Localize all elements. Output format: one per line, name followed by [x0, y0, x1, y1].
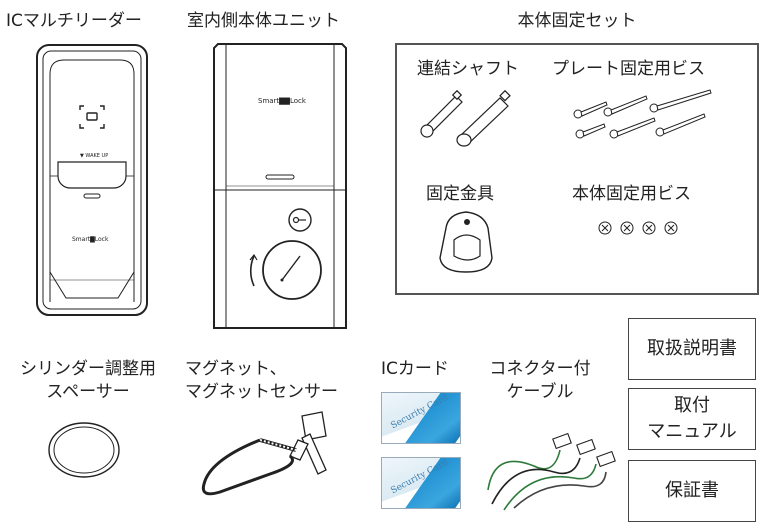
fixing-set-box	[395, 43, 759, 295]
cylinder-spacer-image	[48, 422, 120, 478]
label-bracket: 固定金具	[426, 184, 494, 204]
connector-cable-image	[487, 432, 616, 511]
connecting-shaft-image	[420, 89, 511, 147]
label-spacer-line2: スペーサー	[46, 382, 130, 402]
indoor-unit-image	[213, 43, 347, 329]
label-plate-screw: プレート固定用ビス	[552, 59, 705, 79]
label-magnet-line2: マグネットセンサー	[185, 382, 338, 402]
ic-card-1: Security Card	[381, 392, 461, 444]
body-screws-image	[598, 221, 678, 235]
unit-brand-label: Smart▇▇Lock	[258, 97, 306, 105]
warranty-label: 保証書	[665, 480, 719, 501]
magnet-sensor-image	[201, 411, 327, 496]
installation-manual-document: 取付 マニュアル	[628, 388, 756, 450]
label-ic-card: ICカード	[381, 359, 449, 379]
ic-card-2: Security Card	[381, 457, 461, 509]
label-indoor-unit: 室内側本体ユニット	[187, 11, 340, 31]
label-cable-line2: ケーブル	[506, 382, 574, 402]
installation-manual-line2: マニュアル	[647, 421, 737, 442]
ic-multi-reader-image	[36, 44, 148, 316]
reader-wake-label: ▼ WAKE UP	[80, 153, 109, 159]
reader-brand-label: Smart▇Lock	[72, 236, 109, 243]
installation-manual-line1: 取付	[674, 395, 710, 416]
manual-label: 取扱説明書	[647, 338, 737, 359]
label-cable-line1: コネクター付	[489, 359, 591, 379]
label-connecting-shaft: 連結シャフト	[417, 59, 519, 79]
plate-screws-image	[573, 89, 712, 139]
label-fixing-set: 本体固定セット	[517, 11, 637, 31]
fixing-bracket-image	[439, 211, 493, 273]
manual-document: 取扱説明書	[628, 318, 756, 380]
label-body-screw: 本体固定用ビス	[572, 184, 691, 204]
label-magnet-line1: マグネット、	[185, 359, 287, 379]
label-spacer-line1: シリンダー調整用	[20, 359, 156, 379]
warranty-document: 保証書	[628, 460, 756, 522]
label-ic-multi-reader: ICマルチリーダー	[6, 11, 142, 31]
